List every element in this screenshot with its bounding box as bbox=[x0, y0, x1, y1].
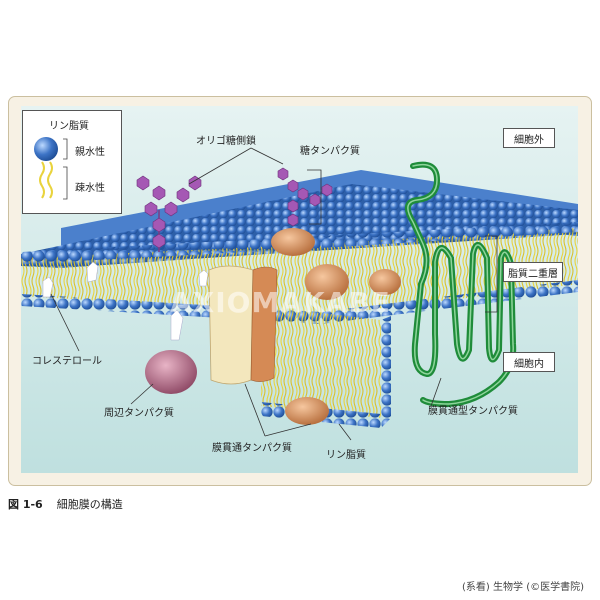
figure-caption: 図 1-6 細胞膜の構造 bbox=[8, 496, 123, 512]
cholesterol-molecule bbox=[86, 261, 99, 283]
figure-title: 細胞膜の構造 bbox=[56, 498, 123, 511]
legend-title: リン脂質 bbox=[49, 121, 89, 132]
watermark: AXIOMAKABE bbox=[170, 286, 391, 319]
channel-protein-front bbox=[208, 265, 254, 385]
region-inside: 細胞内 bbox=[503, 352, 555, 372]
figure-number: 図 1-6 bbox=[8, 498, 43, 511]
label-cholesterol: コレステロール bbox=[32, 356, 102, 367]
membrane-protein bbox=[369, 269, 401, 295]
oligosaccharide-chain-left bbox=[136, 175, 202, 252]
corner-head-column bbox=[381, 316, 391, 428]
leader-lines bbox=[50, 147, 498, 441]
credit-line: (系看) 生物学 (©医学書院) bbox=[462, 582, 584, 593]
cholesterol-molecule bbox=[170, 309, 184, 341]
membrane-protein bbox=[305, 264, 349, 300]
label-transmembrane-protein: 膜貫通タンパク質 bbox=[212, 443, 292, 454]
region-outside: 細胞外 bbox=[503, 128, 555, 148]
legend-box: リン脂質 親水性 疎水性 bbox=[22, 110, 122, 214]
label-peripheral-protein: 周辺タンパク質 bbox=[104, 408, 174, 419]
label-phospholipid: リン脂質 bbox=[326, 450, 366, 461]
protein-bottom-bulge bbox=[285, 397, 329, 425]
legend-brackets bbox=[63, 138, 68, 200]
cholesterol-molecule bbox=[198, 269, 209, 287]
channel-protein-side bbox=[250, 266, 278, 382]
peripheral-protein bbox=[145, 350, 197, 394]
cholesterol-molecule bbox=[42, 276, 54, 298]
label-glycoprotein: 糖タンパク質 bbox=[300, 146, 360, 157]
legend-hydrophobic: 疎水性 bbox=[75, 183, 105, 194]
lipid-tails-front bbox=[261, 306, 381, 418]
label-oligosaccharide: オリゴ糖側鎖 bbox=[196, 136, 256, 147]
phospholipid-icon bbox=[34, 137, 58, 199]
region-bilayer: 脂質二重層 bbox=[503, 262, 563, 282]
legend-hydrophilic: 親水性 bbox=[75, 147, 105, 158]
oligosaccharide-chain-right bbox=[277, 167, 333, 227]
label-multipass-protein: 膜貫通型タンパク質 bbox=[428, 406, 518, 417]
glycoprotein-body bbox=[271, 228, 315, 256]
